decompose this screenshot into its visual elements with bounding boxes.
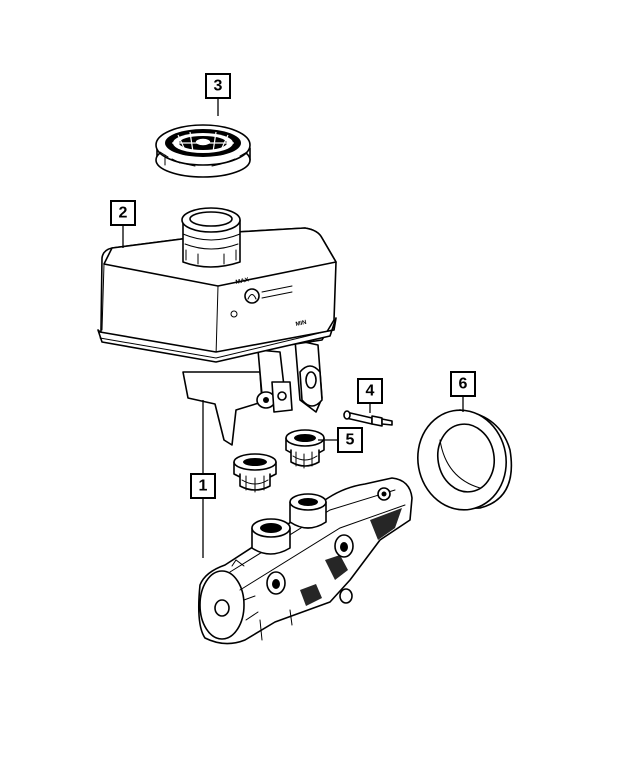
callout-3: 3 — [205, 73, 231, 99]
callout-5-label: 5 — [346, 432, 355, 449]
callout-5: 5 — [337, 427, 363, 453]
callout-6: 6 — [450, 371, 476, 397]
reservoir-cap — [155, 124, 251, 178]
callout-1-label: 1 — [199, 478, 208, 495]
callout-2-label: 2 — [119, 205, 128, 222]
callout-4-label: 4 — [366, 383, 375, 400]
reservoir-min-mark: MIN — [295, 320, 307, 328]
reservoir-max-mark: MAX — [235, 277, 249, 286]
callout-1: 1 — [190, 473, 216, 499]
callout-2: 2 — [110, 200, 136, 226]
callout-6-label: 6 — [459, 376, 468, 393]
master-cylinder — [198, 477, 413, 645]
fluid-reservoir: MAX MIN — [97, 207, 337, 446]
bleeder-screw — [343, 410, 393, 427]
leader-lines — [122, 98, 464, 558]
callout-3-label: 3 — [214, 78, 223, 95]
reservoir-grommets — [233, 429, 325, 493]
callout-4: 4 — [357, 378, 383, 404]
seal-ring — [417, 409, 513, 511]
